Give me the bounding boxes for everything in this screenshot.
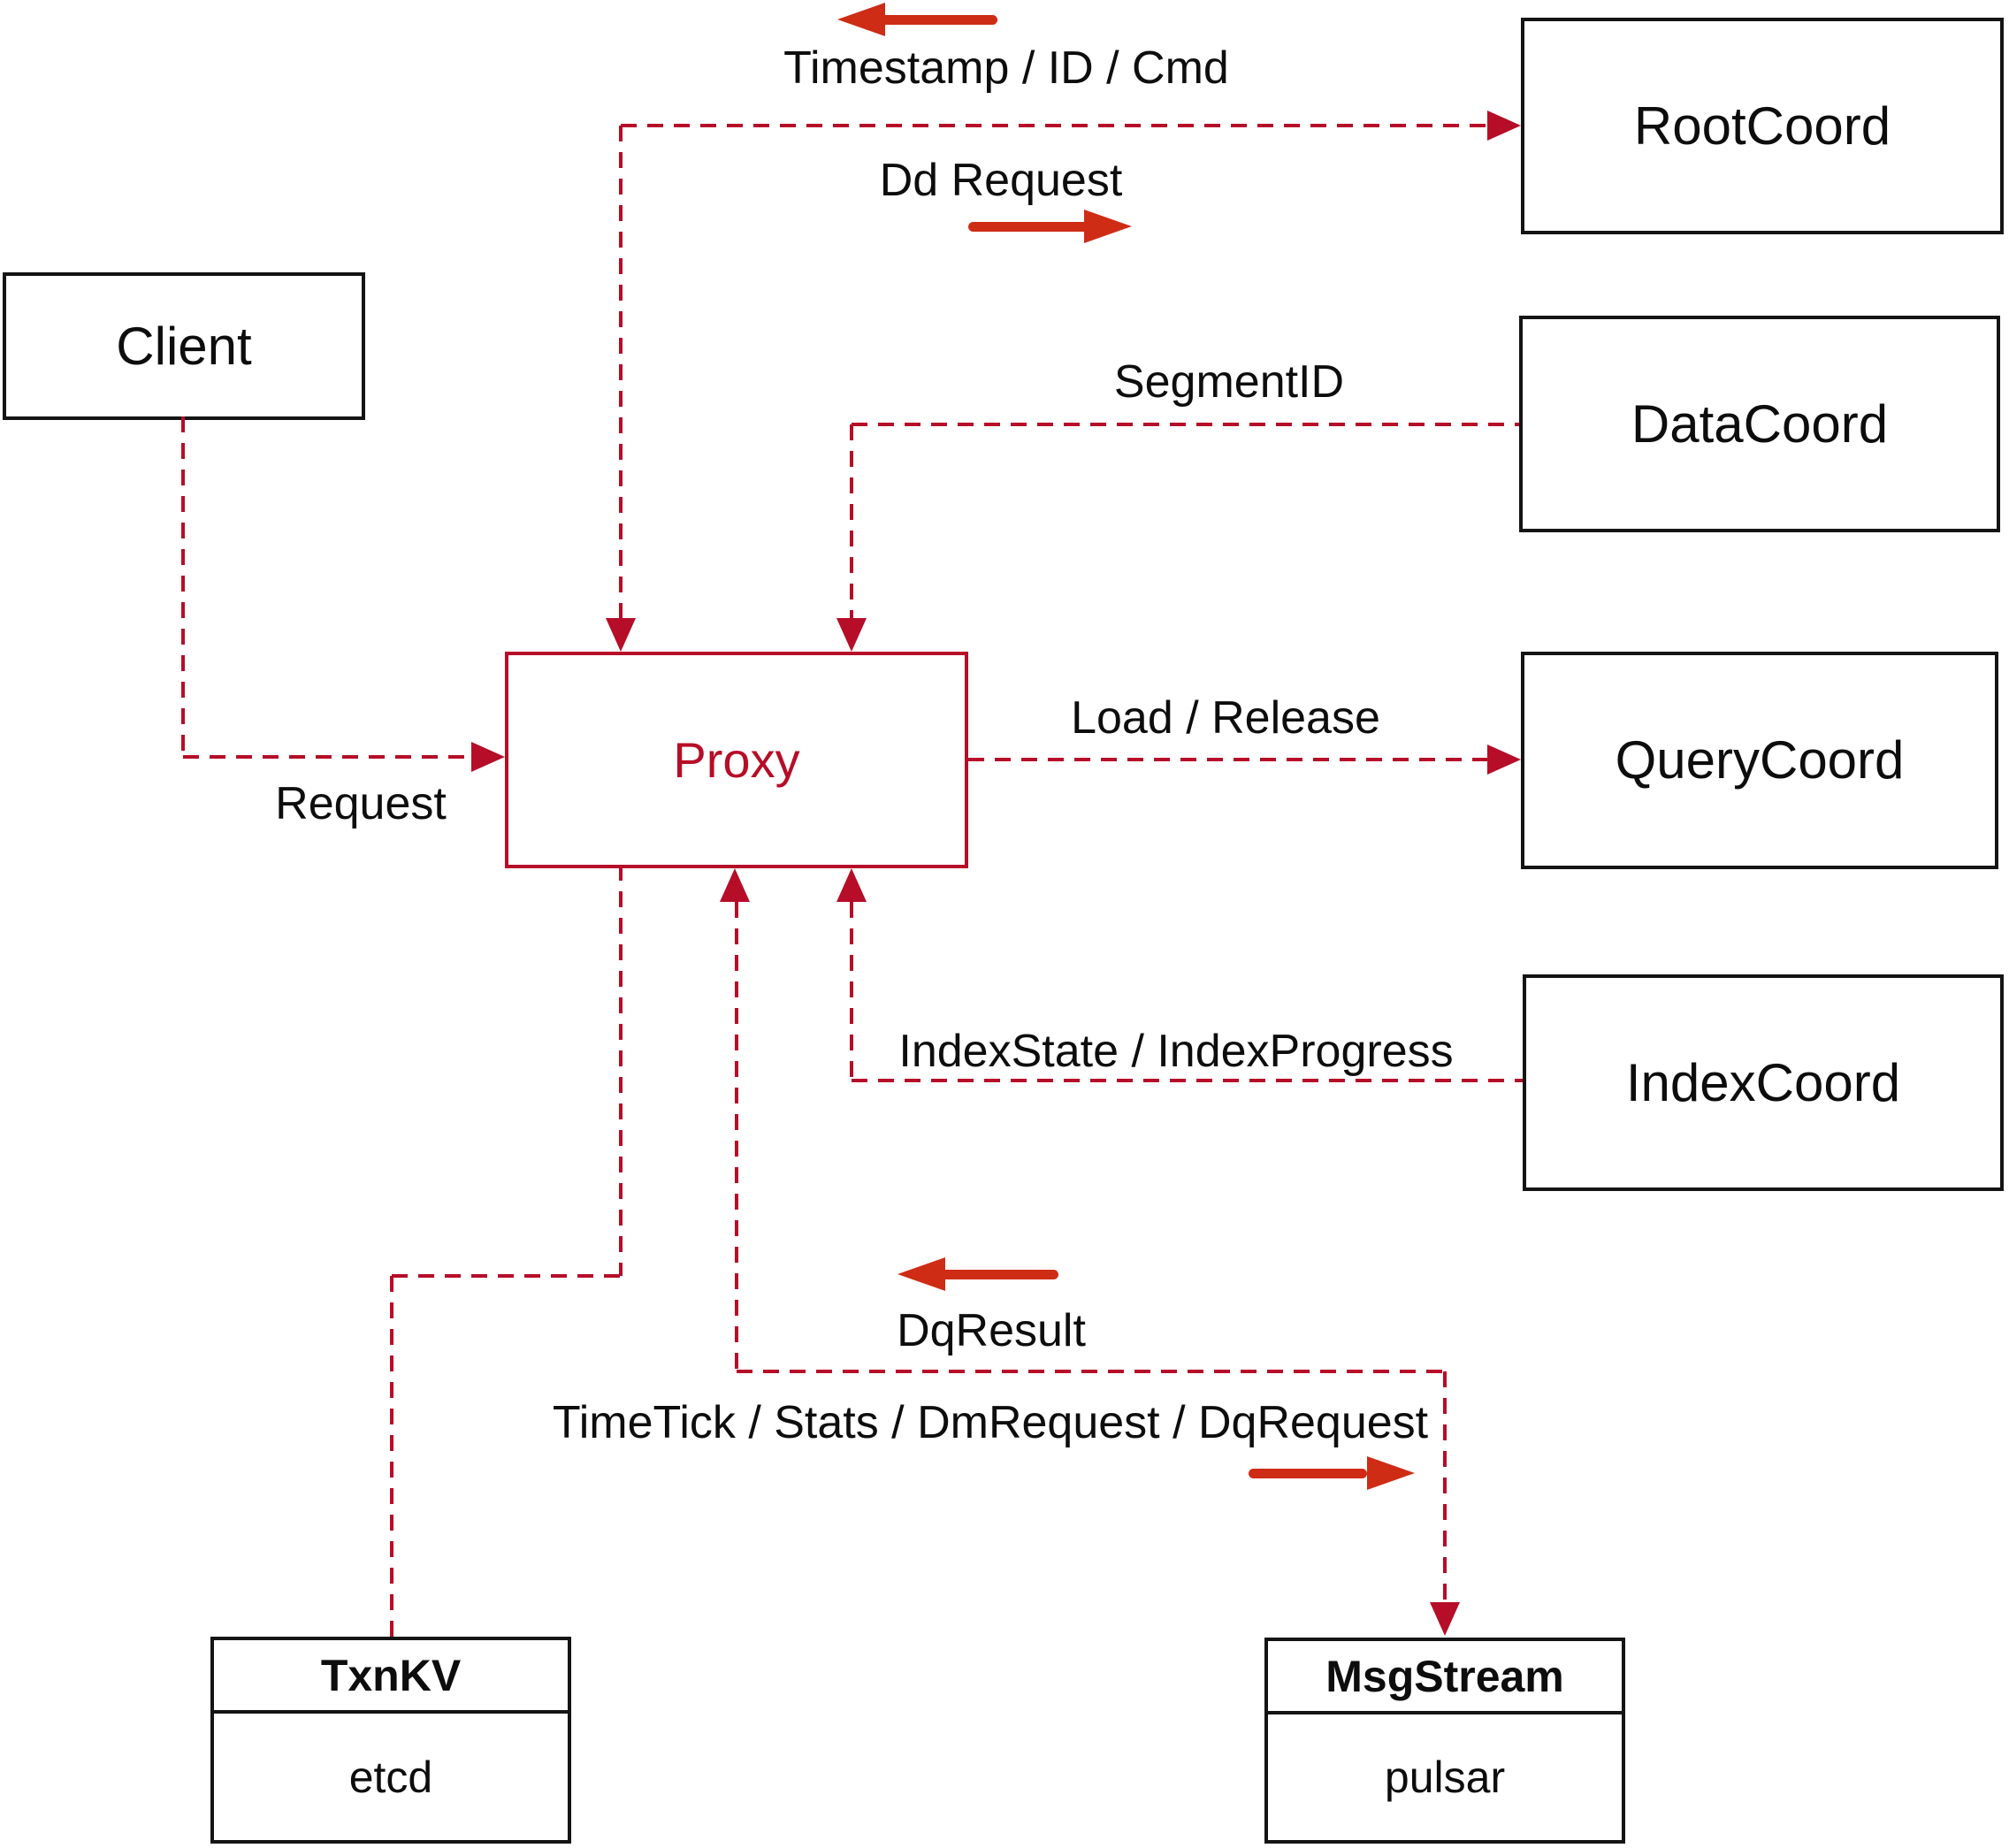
node-querycoord: QueryCoord xyxy=(1521,652,1998,869)
edge-proxy-rootcoord-vertical xyxy=(619,126,623,618)
arrow-left-icon xyxy=(837,3,997,36)
node-indexcoord-label: IndexCoord xyxy=(1625,1052,1901,1112)
arrowhead-into-proxy-top-right xyxy=(836,618,867,652)
edge-label-request: Request xyxy=(275,778,447,829)
node-proxy-label: Proxy xyxy=(673,731,800,788)
arrow-right-icon xyxy=(1249,1456,1415,1490)
arrowhead-into-querycoord xyxy=(1487,745,1521,775)
node-datacoord: DataCoord xyxy=(1519,316,2000,532)
edge-label-time-tick: TimeTick / Stats / DmRequest / DqRequest xyxy=(552,1397,1429,1448)
edge-msgstream-proxy-vertical xyxy=(735,902,738,1371)
edge-proxy-txnkv-vertical-upper xyxy=(619,865,623,1276)
arrowhead-into-msgstream xyxy=(1430,1602,1460,1636)
edge-proxy-querycoord-horizontal xyxy=(968,758,1487,761)
node-client-label: Client xyxy=(116,316,252,376)
edge-label-index-state: IndexState / IndexProgress xyxy=(898,1026,1454,1077)
node-msgstream: MsgStream pulsar xyxy=(1264,1638,1625,1844)
edge-label-segment-id: SegmentID xyxy=(1113,356,1345,408)
arrowhead-into-proxy-bottom-right xyxy=(836,868,867,902)
node-txnkv: TxnKV etcd xyxy=(210,1637,571,1844)
node-querycoord-label: QueryCoord xyxy=(1615,730,1905,790)
edge-label-timestamp: Timestamp / ID / Cmd xyxy=(783,42,1229,94)
node-msgstream-subtitle: pulsar xyxy=(1384,1753,1506,1802)
node-msgstream-title: MsgStream xyxy=(1268,1641,1622,1714)
node-indexcoord: IndexCoord xyxy=(1523,974,2004,1191)
edge-proxy-txnkv-vertical-lower xyxy=(390,1276,393,1637)
arrow-right-icon xyxy=(968,210,1132,243)
edge-datacoord-proxy-horizontal xyxy=(852,423,1519,426)
edge-label-dd-request: Dd Request xyxy=(879,155,1123,206)
edge-proxy-rootcoord-horizontal xyxy=(621,124,1487,127)
arrowhead-into-proxy-bottom-left xyxy=(720,868,750,902)
edge-msgstream-proxy-horizontal xyxy=(737,1370,1445,1373)
edge-client-proxy-horizontal xyxy=(183,755,471,759)
node-rootcoord: RootCoord xyxy=(1521,18,2004,234)
node-rootcoord-label: RootCoord xyxy=(1633,95,1891,156)
node-datacoord-label: DataCoord xyxy=(1631,393,1889,454)
arrow-left-icon xyxy=(898,1257,1058,1291)
edge-indexcoord-proxy-horizontal xyxy=(852,1079,1523,1082)
edge-proxy-msgstream-vertical xyxy=(1443,1371,1447,1602)
edge-label-load-release: Load / Release xyxy=(1071,692,1380,744)
edge-client-proxy-vertical xyxy=(181,416,185,757)
node-proxy: Proxy xyxy=(505,652,968,868)
arrowhead-into-rootcoord xyxy=(1487,111,1521,141)
node-client: Client xyxy=(3,272,365,420)
edge-indexcoord-proxy-vertical xyxy=(850,902,853,1081)
edge-proxy-txnkv-horizontal xyxy=(392,1274,621,1278)
arrowhead-into-proxy-top-left xyxy=(606,618,636,652)
node-txnkv-subtitle: etcd xyxy=(348,1752,433,1802)
node-txnkv-title: TxnKV xyxy=(214,1640,568,1714)
arrowhead-into-proxy-left xyxy=(471,742,505,772)
edge-datacoord-proxy-vertical xyxy=(850,424,853,618)
edge-label-dq-result: DqResult xyxy=(897,1305,1086,1356)
